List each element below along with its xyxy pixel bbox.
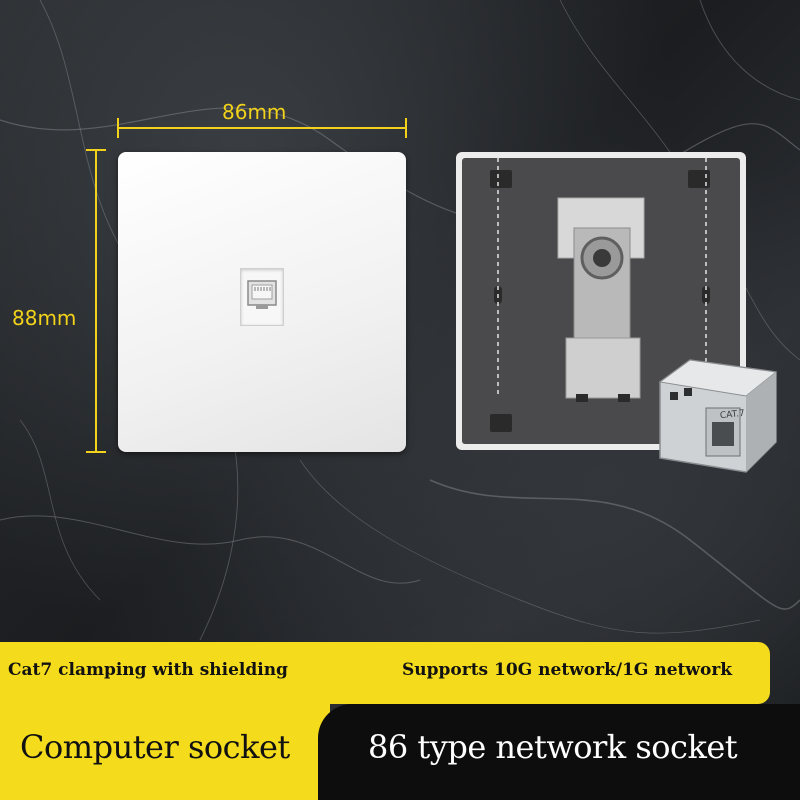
- rj45-port: [240, 268, 284, 326]
- width-dimension-label: 86mm: [222, 100, 287, 124]
- keystone-jack-icon: [658, 359, 778, 473]
- cat7-keystone-module: CAT.7: [650, 352, 780, 484]
- ethernet-port-icon: [247, 280, 277, 309]
- product-name-panel-left: [0, 704, 330, 800]
- backplate-details: [490, 158, 710, 432]
- feature-band: [0, 642, 770, 704]
- network-speed-feature: Supports 10G network/1G network: [402, 660, 733, 680]
- product-name-network-socket: 86 type network socket: [368, 728, 738, 766]
- product-name-panel-right: [318, 704, 800, 800]
- height-dimension-label: 88mm: [12, 306, 77, 330]
- cat7-shielding-feature: Cat7 clamping with shielding: [8, 660, 288, 680]
- product-name-computer-socket: Computer socket: [20, 728, 290, 766]
